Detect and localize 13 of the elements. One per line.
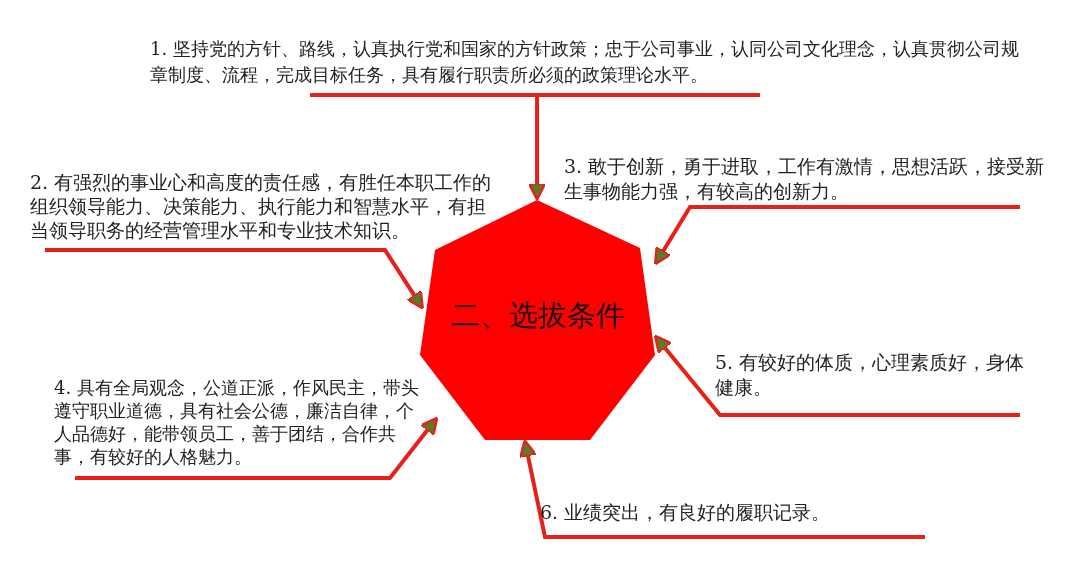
- criterion-text: 3. 敢于创新，勇于进取，工作有激情，思想活跃，接受新生事物能力强，有较高的创新力。: [564, 154, 1046, 204]
- arrow: [518, 439, 927, 539]
- arrow: [653, 205, 1020, 266]
- criterion-text: 1. 坚持党的方针、路线，认真执行党和国家的方针政策；忠于公司事业，认同公司文化理念，认真贯彻公司规章制度、流程，完成目标任务，具有履行职责所必须的政策理论水平。: [150, 37, 1020, 87]
- criterion-text: 6. 业绩突出，有良好的履职记录。: [540, 500, 832, 525]
- criterion-text: 5. 有较好的体质，心理素质好，身体健康。: [715, 350, 1026, 400]
- arrow: [75, 416, 439, 480]
- arrow: [45, 248, 424, 310]
- arrow: [653, 334, 1020, 417]
- criterion-text: 2. 有强烈的事业心和高度的责任感，有胜任本职工作的组织领导能力、决策能力、执行能力和智慧水平，有担当领导职务的经营管理水平和专业技术知识。: [30, 170, 493, 242]
- center-title: 二、选拔条件: [450, 297, 626, 334]
- arrow: [308, 93, 762, 201]
- criterion-text: 4. 具有全局观念，公道正派，作风民主，带头遵守职业道德，具有社会公德，廉洁自律，个人品德好，能带领员工，善于团结，合作共事，有较好的人格魅力。: [54, 376, 420, 468]
